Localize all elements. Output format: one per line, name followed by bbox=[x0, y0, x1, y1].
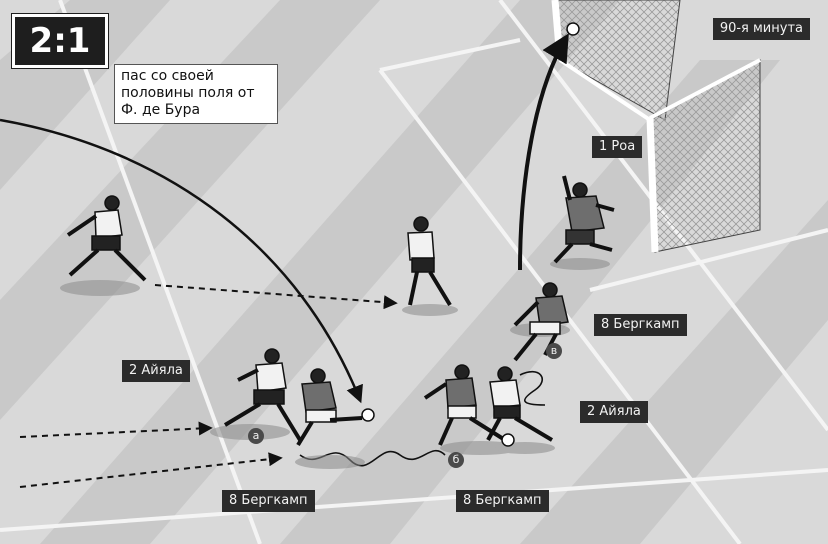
match-minute-label: 90-я минута bbox=[712, 18, 810, 40]
player-ayala-left bbox=[223, 348, 302, 442]
marker-v: в bbox=[546, 343, 562, 359]
player-bergkamp-mid bbox=[423, 364, 507, 446]
player-label-bergkamp-bottom-left: 8 Бергкамп bbox=[222, 490, 315, 512]
pass-trajectory bbox=[0, 118, 363, 404]
player-ayala-right bbox=[486, 366, 554, 447]
pass-callout: пас со своей половины поля от Ф. де Бура bbox=[114, 64, 278, 124]
players bbox=[66, 175, 615, 447]
score-badge: 2:1 bbox=[12, 14, 108, 68]
player-bergkamp-left bbox=[296, 368, 375, 447]
player-label-roa: 1 Роа bbox=[592, 136, 643, 158]
player-label-bergkamp-bottom-mid: 8 Бергкамп bbox=[456, 490, 549, 512]
marker-b: б bbox=[448, 452, 464, 468]
shot-trajectory bbox=[518, 33, 569, 271]
dribble-path-2 bbox=[519, 370, 546, 406]
player-label-bergkamp-right: 8 Бергкамп bbox=[594, 314, 687, 336]
player-defender-1 bbox=[66, 195, 147, 282]
ball-in-net bbox=[566, 22, 580, 36]
run-lines bbox=[19, 284, 398, 488]
player-bergkamp-shot bbox=[513, 282, 569, 362]
player-goalkeeper bbox=[553, 175, 615, 264]
player-defender-2 bbox=[407, 216, 452, 307]
player-label-ayala-left: 2 Айяла bbox=[122, 360, 190, 382]
marker-a: а bbox=[248, 428, 264, 444]
goal bbox=[551, 0, 761, 253]
player-label-ayala-right: 2 Айяла bbox=[580, 401, 648, 423]
